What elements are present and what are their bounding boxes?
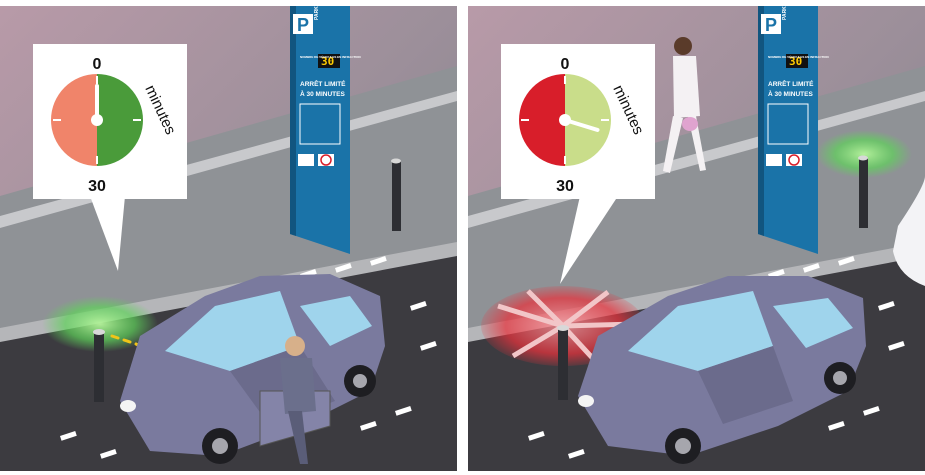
timer-ticks [521,76,609,164]
sign-title-line1: ARRÊT LIMITÉ [768,79,814,88]
road-markings [59,256,437,459]
sign-p-letter: P [297,15,309,35]
sign-title-line1: ARRÊT LIMITÉ [300,79,346,88]
timer-label-thirty: 30 [556,178,574,195]
street-bollard [391,158,401,231]
scene-panel-right: P PARKING À DURÉE LIMITÉE 30 NOMBRE DE V… [468,6,925,471]
sign-header: PARKING À DURÉE LIMITÉE [780,6,788,20]
sign-subheader: NOMBRE DE VÉHICULES EN INFRACTION [768,54,829,59]
sign-counter: 30 [789,55,802,68]
scene-illustration-right: P PARKING À DURÉE LIMITÉE 30 NOMBRE DE V… [468,6,925,471]
car-white-partial [893,176,925,286]
timer-ticks [53,76,141,164]
parking-sensor-bollard [93,329,105,402]
sign-subheader: NOMBRE DE VÉHICULES EN INFRACTION [300,54,361,59]
street-bollard [858,155,868,228]
timer-label-zero: 0 [93,56,102,73]
sign-title-line2: À 30 MINUTES [768,89,813,98]
timer-remaining-half [565,74,611,166]
timer-elapsed-half [51,74,97,166]
scene-illustration-left: P PARKING À DURÉE LIMITÉE 30 NOMBRE DE V… [0,6,457,471]
parking-sign: P PARKING À DURÉE LIMITÉE 30 NOMBRE DE V… [758,6,829,254]
sign-header: PARKING À DURÉE LIMITÉE [312,6,320,20]
sign-counter: 30 [321,55,334,68]
timer-label-thirty: 30 [88,178,106,195]
parking-sensor-bollard [557,325,569,400]
sensor-glow-green [816,130,912,178]
sign-title-line2: À 30 MINUTES [300,89,345,98]
timer-remaining-half [97,74,143,166]
timer-label-zero: 0 [561,56,570,73]
man-exiting-car [280,336,316,464]
sensor-glow-green [42,296,158,352]
scene-panel-left: P PARKING À DURÉE LIMITÉE 30 NOMBRE DE V… [0,6,457,471]
sign-p-letter: P [765,15,777,35]
woman-pedestrian [663,37,706,173]
parking-sign: P PARKING À DURÉE LIMITÉE 30 NOMBRE DE V… [290,6,361,254]
timer-elapsed-half [519,74,565,166]
car-silver [578,276,866,464]
